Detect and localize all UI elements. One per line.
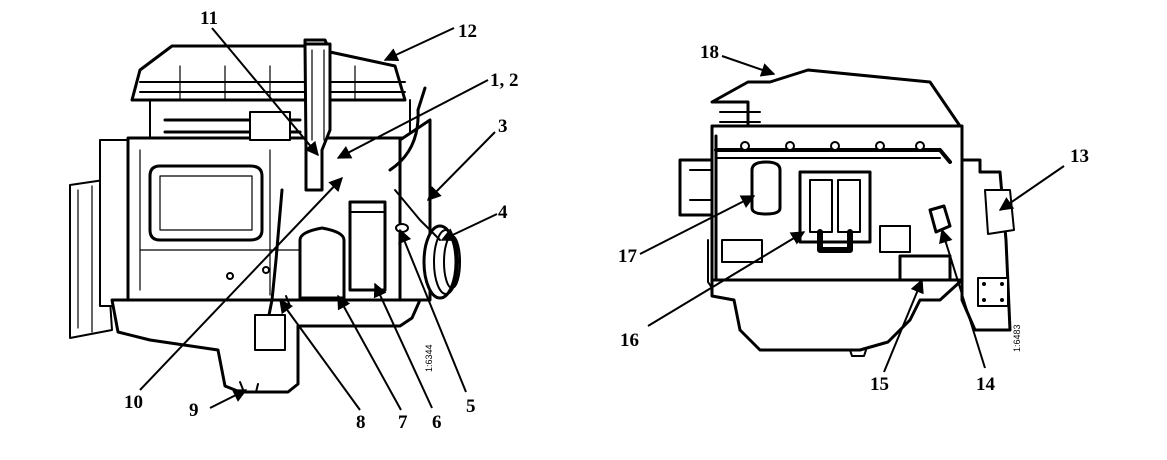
callout-18: 18 [700, 42, 719, 63]
callout-7: 7 [398, 412, 408, 433]
figure-id-left: 1:6344 [424, 344, 434, 372]
left-engine-view [69, 38, 461, 394]
front-cover [398, 118, 432, 302]
callout-16: 16 [620, 330, 639, 351]
callout-6: 6 [432, 412, 442, 433]
fuel-filter-right [750, 160, 782, 216]
callout-1-2: 1, 2 [490, 70, 519, 91]
callout-9: 9 [189, 400, 199, 421]
callout-12: 12 [458, 21, 477, 42]
callout-14: 14 [976, 374, 996, 395]
callout-3: 3 [498, 116, 508, 137]
callout-11: 11 [200, 8, 218, 29]
callout-17: 17 [618, 246, 638, 267]
rocker-cover-right [710, 68, 962, 128]
callout-15: 15 [870, 374, 889, 395]
callout-13: 13 [1070, 146, 1089, 167]
callout-labels: 11 12 1, 2 3 4 5 6 7 8 9 10 18 13 17 16 … [124, 8, 1089, 433]
oil-pan-right [710, 278, 964, 352]
right-leaders [639, 55, 1065, 373]
ecm-module [798, 170, 872, 244]
callout-8: 8 [356, 412, 366, 433]
left-leaders [139, 27, 498, 411]
callout-4: 4 [498, 202, 508, 223]
right-engine-view [678, 68, 1015, 357]
dipstick-tube [266, 188, 284, 322]
side-cover-plate [148, 164, 264, 242]
filter-left [298, 226, 346, 300]
canister-left [348, 200, 387, 292]
callout-10: 10 [124, 392, 143, 413]
callout-5: 5 [466, 396, 476, 417]
crank-pulley [422, 224, 461, 300]
bellhousing-flange [99, 139, 129, 307]
figure-id-right: 1:6483 [1012, 324, 1022, 352]
